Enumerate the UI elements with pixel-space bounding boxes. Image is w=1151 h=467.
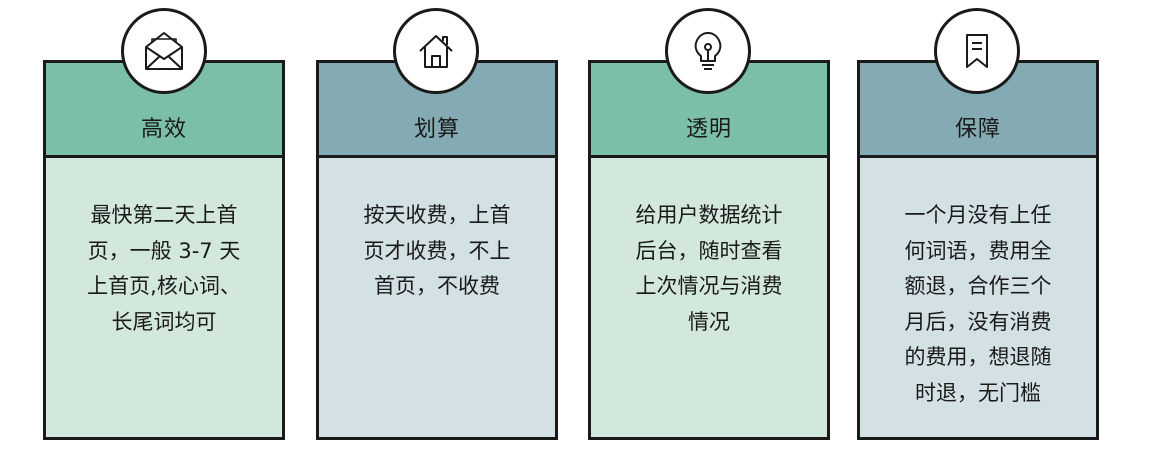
- card-description: 给用户数据统计 后台，随时查看 上次情况与消费 情况: [635, 203, 783, 334]
- card-body: 给用户数据统计 后台，随时查看 上次情况与消费 情况: [591, 158, 827, 437]
- card-description: 一个月没有上任 何词语，费用全 额退，合作三个 月后，没有消费 的费用，想退随 …: [904, 203, 1052, 405]
- card-body: 最快第二天上首 页，一般 3-7 天 上首页,核心词、 长尾词均可: [46, 158, 282, 437]
- card-title: 划算: [413, 117, 460, 142]
- bookmark-icon: [934, 8, 1020, 94]
- envelope-icon: [121, 8, 207, 94]
- card-body: 按天收费，上首 页才收费，不上 首页，不收费: [319, 158, 555, 437]
- card-description: 按天收费，上首 页才收费，不上 首页，不收费: [363, 203, 511, 298]
- card-title: 保障: [954, 117, 1001, 142]
- card-description: 最快第二天上首 页，一般 3-7 天 上首页,核心词、 长尾词均可: [87, 203, 241, 334]
- card-title: 透明: [685, 117, 732, 142]
- feature-card-efficient: 高效 最快第二天上首 页，一般 3-7 天 上首页,核心词、 长尾词均可: [43, 60, 285, 440]
- card-title: 高效: [140, 117, 187, 142]
- card-header: 划算: [319, 63, 555, 158]
- feature-card-cost-effective: 划算 按天收费，上首 页才收费，不上 首页，不收费: [316, 60, 558, 440]
- home-icon: [393, 8, 479, 94]
- feature-card-guarantee: 保障 一个月没有上任 何词语，费用全 额退，合作三个 月后，没有消费 的费用，想…: [857, 60, 1099, 440]
- card-body: 一个月没有上任 何词语，费用全 额退，合作三个 月后，没有消费 的费用，想退随 …: [860, 158, 1096, 437]
- feature-card-transparent: 透明 给用户数据统计 后台，随时查看 上次情况与消费 情况: [588, 60, 830, 440]
- lightbulb-icon: [665, 8, 751, 94]
